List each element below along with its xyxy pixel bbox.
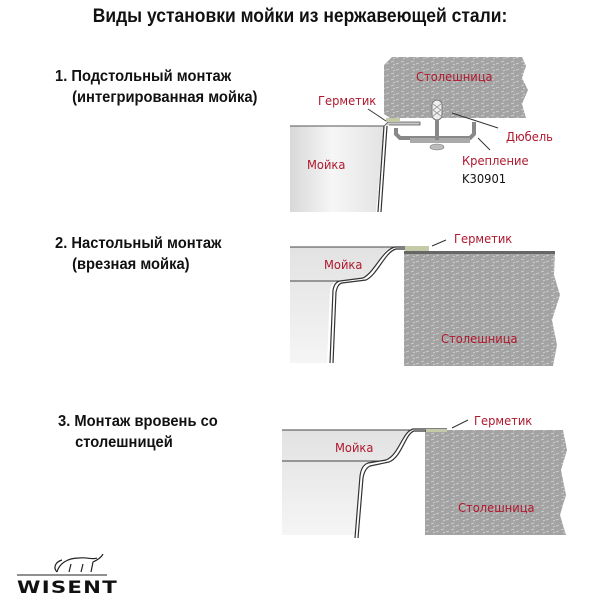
sink-label-1: Мойка [307,157,346,172]
section-2-heading-line1: 2. Настольный монтаж [55,235,222,252]
countertop-3 [425,430,567,535]
sealant-label-3: Герметик [474,413,533,428]
section-1-heading-line1: 1. Подстольный монтаж [55,68,232,85]
flush-mount-diagram [282,419,567,539]
countertop-label-2: Столешница [441,331,518,346]
section-2-heading-line2: (врезная мойка) [72,256,190,273]
sealant-3 [426,429,447,432]
undermount-diagram [290,57,528,213]
page-title: Виды установки мойки из нержавеющей стал… [92,6,508,27]
section-3-heading-line2: столешницей [75,434,173,451]
countertop-2 [404,252,560,366]
sink-body-3 [282,430,412,535]
countertop-label-3: Столешница [458,500,535,515]
sink-body-1 [290,126,384,212]
sealant-1 [386,118,400,122]
sealant-label-1: Герметик [318,93,377,108]
sink-label-3: Мойка [335,440,374,455]
dowel-label: Дюбель [506,129,553,144]
section-3-heading: 3. Монтаж вровень со столешницей [58,411,218,453]
sink-label-2: Мойка [324,257,363,272]
section-3-heading-line1: 3. Монтаж вровень со [58,413,218,430]
section-1-heading: 1. Подстольный монтаж (интегрированная м… [55,66,257,108]
fastener-code: K30901 [462,171,507,186]
section-1-heading-line2: (интегрированная мойка) [72,89,258,106]
section-2-heading: 2. Настольный монтаж (врезная мойка) [55,233,221,275]
bison-icon [17,553,107,576]
countertop-label-1: Столешница [416,69,493,84]
fastener-label: Крепление [462,153,529,168]
countertop-1 [384,57,528,118]
top-mount-diagram [290,239,560,366]
sealant-label-2: Герметик [454,231,513,246]
sink-body-2 [290,247,393,363]
brand-logo: WISENT [17,578,118,598]
sealant-2 [405,246,429,251]
